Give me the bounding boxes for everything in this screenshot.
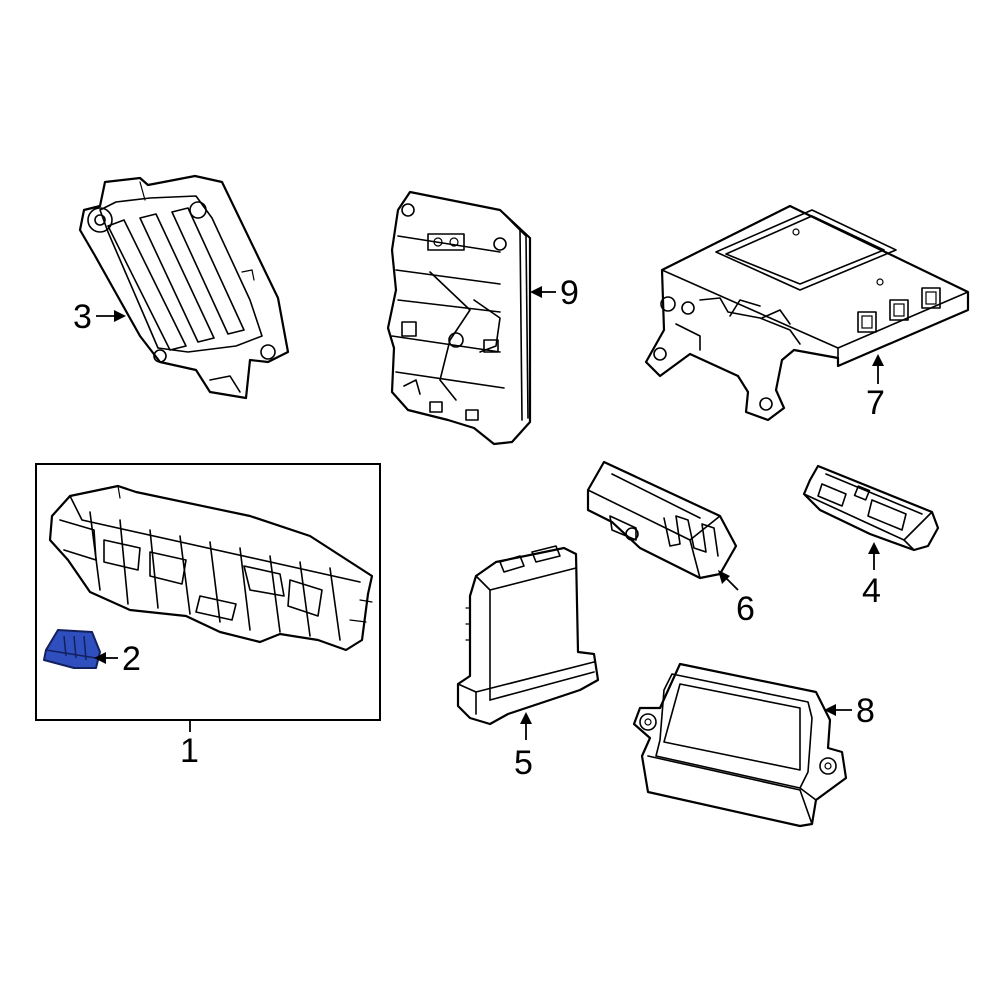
callout-7: 7	[866, 384, 885, 422]
leader-lines	[94, 286, 884, 740]
part-1-junction-box[interactable]	[48, 484, 374, 652]
part-6-module[interactable]	[586, 460, 738, 580]
callout-9: 9	[560, 274, 579, 312]
part-1-frame	[35, 463, 381, 721]
part-9-module[interactable]	[386, 190, 532, 446]
part-5-module[interactable]	[456, 545, 600, 726]
part-3-cover[interactable]	[78, 174, 290, 400]
callout-5: 5	[514, 744, 533, 782]
part-8-module[interactable]	[632, 662, 848, 828]
part-7-module[interactable]	[644, 204, 970, 422]
part-4-module[interactable]	[802, 464, 940, 552]
callout-4: 4	[862, 572, 881, 610]
callout-1: 1	[180, 732, 199, 770]
part-2-connector[interactable]	[43, 629, 101, 669]
callout-3: 3	[73, 298, 92, 336]
callout-8: 8	[856, 692, 875, 730]
callout-2: 2	[122, 640, 141, 678]
callout-6: 6	[736, 590, 755, 628]
